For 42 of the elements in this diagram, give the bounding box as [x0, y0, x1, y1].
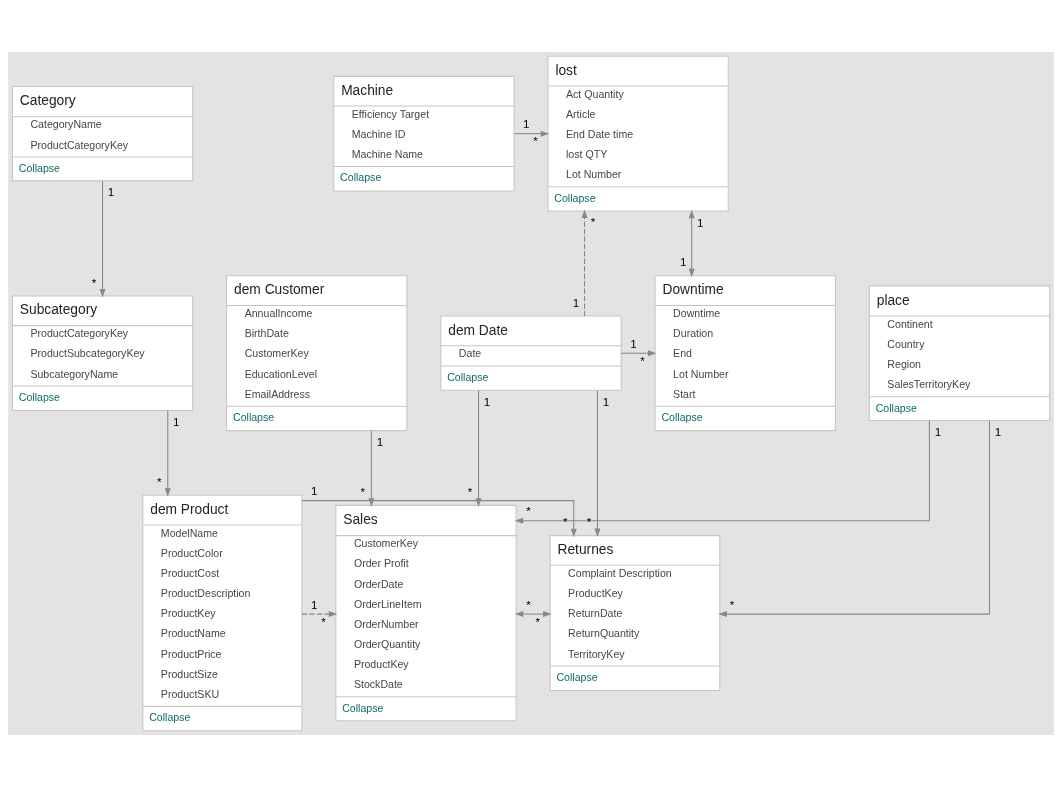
- arrow: [475, 389, 482, 507]
- label: *: [533, 133, 538, 147]
- arrow: [718, 419, 991, 617]
- label: 1: [376, 434, 384, 448]
- label: *: [91, 275, 97, 289]
- label: *: [562, 514, 568, 528]
- label: 1: [173, 414, 180, 428]
- label: *: [526, 597, 531, 611]
- label: 1: [679, 254, 687, 268]
- label: *: [156, 474, 162, 488]
- label: *: [729, 597, 735, 611]
- label: *: [467, 484, 473, 498]
- label: 1: [310, 597, 318, 611]
- arrow: [164, 409, 171, 497]
- arrow: [620, 349, 657, 356]
- label: 1: [523, 116, 530, 130]
- label: 1: [572, 295, 580, 309]
- label: 1: [107, 184, 115, 198]
- arrow: [514, 610, 552, 617]
- arrow: [368, 429, 375, 507]
- label: *: [360, 484, 366, 498]
- label: *: [321, 614, 326, 628]
- label: 1: [696, 215, 704, 228]
- label: 1: [630, 336, 637, 350]
- label: *: [590, 214, 596, 228]
- arrow: [301, 499, 577, 537]
- arrow: [301, 610, 338, 617]
- label: *: [535, 614, 541, 628]
- label: *: [640, 353, 645, 367]
- label: 1: [994, 424, 1002, 438]
- label: 1: [602, 394, 610, 408]
- label: 1: [934, 424, 942, 438]
- arrow: [688, 209, 695, 277]
- arrow: [99, 180, 106, 297]
- label: 1: [483, 394, 491, 408]
- label: 1: [311, 483, 318, 497]
- arrow: [514, 419, 930, 524]
- label: *: [586, 514, 592, 528]
- arrow: [581, 209, 588, 316]
- arrow: [513, 130, 550, 137]
- label: *: [526, 503, 531, 517]
- arrow: [594, 389, 601, 537]
